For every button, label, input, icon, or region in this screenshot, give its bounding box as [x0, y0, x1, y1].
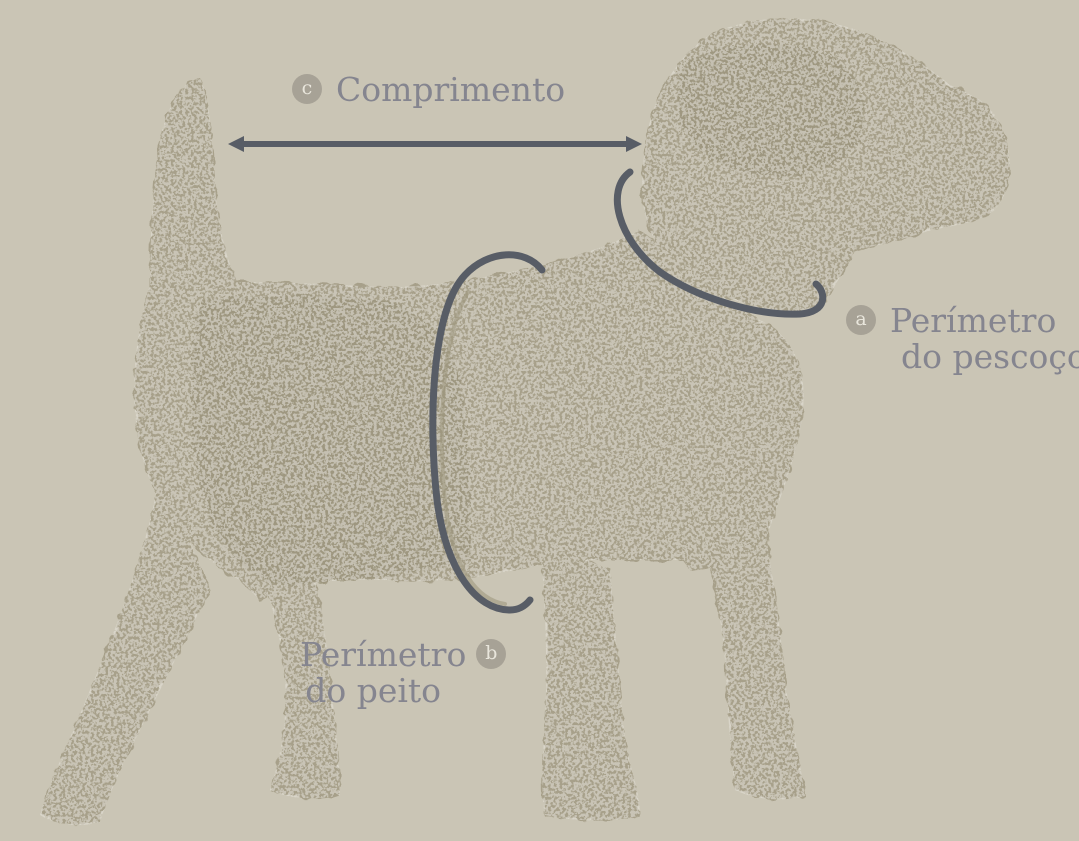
neck-label-line1: Perímetro — [890, 301, 1057, 340]
chest-perimeter-ring — [429, 251, 546, 614]
neck-perimeter-ring — [613, 168, 827, 318]
fur-texture — [40, 18, 1010, 826]
length-label-text: Comprimento — [336, 70, 566, 109]
chest-ring-shadow — [439, 290, 507, 606]
chest-perimeter-label: Perímetro b do peito — [300, 635, 507, 710]
chest-label-line2: do peito — [305, 671, 442, 710]
length-label: c Comprimento — [292, 72, 565, 108]
chest-badge: b — [476, 639, 507, 669]
neck-label-line2: do pescoço — [901, 337, 1079, 376]
length-badge: c — [292, 74, 322, 104]
chest-label-line1: Perímetro — [300, 635, 467, 674]
length-arrow — [228, 136, 642, 152]
neck-perimeter-label: a Perímetro do pescoço — [846, 303, 1079, 375]
neck-badge: a — [846, 305, 876, 335]
